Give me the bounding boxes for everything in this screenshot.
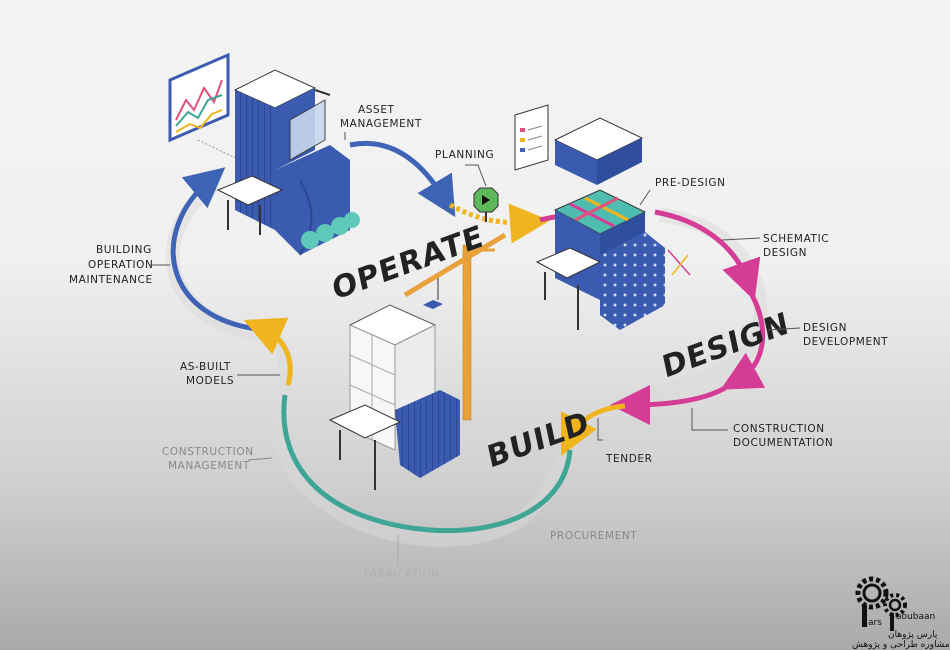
design-building [514,104,691,330]
arc-asset-to-planning [349,141,456,218]
chart-monitor-icon [168,52,241,161]
svg-text:CONSTRUCTION: CONSTRUCTION [162,446,254,458]
arc-tender-yellow [561,403,626,456]
svg-text:DESIGN: DESIGN [763,247,807,259]
svg-text:AS-BUILT: AS-BUILT [180,361,231,373]
svg-text:MANAGEMENT: MANAGEMENT [168,460,250,472]
svg-text:DEVELOPMENT: DEVELOPMENT [803,336,888,348]
tank-icon [301,231,319,249]
gear-icon [855,576,907,631]
svg-text:aoubaan: aoubaan [896,612,935,622]
svg-text:پارس پژوهان: پارس پژوهان [888,630,938,640]
svg-text:PRE-DESIGN: PRE-DESIGN [655,177,726,189]
label-tender: TENDER [597,418,653,465]
svg-text:TENDER: TENDER [605,453,653,465]
svg-text:مجموعه مشاوره طراحی و پژوهش: مجموعه مشاوره طراحی و پژوهش [852,640,950,650]
arc-asbuilt-yellow [243,317,293,386]
svg-text:BUILDING: BUILDING [96,244,152,256]
label-design-development: DESIGN DEVELOPMENT [767,322,888,348]
svg-text:ASSET: ASSET [358,104,395,116]
operate-building [168,52,360,256]
svg-text:PLANNING: PLANNING [435,149,494,161]
arc-operate-blue [170,167,266,333]
label-asset-management: ASSET MANAGEMENT [340,104,422,140]
arc-design-magenta-2 [654,209,761,301]
svg-text:OPERATION: OPERATION [88,259,154,271]
svg-text:MAINTENANCE: MAINTENANCE [69,274,153,286]
planning-sign-icon [473,187,499,222]
label-schematic-design: SCHEMATIC DESIGN [721,233,829,259]
svg-text:DESIGN: DESIGN [803,322,847,334]
arc-build-teal [281,394,573,534]
pars-pajouhan-logo: ars aoubaan پارس پژوهان مجموعه مشاوره طر… [852,576,950,650]
label-building-operation-maintenance: BUILDING OPERATION MAINTENANCE [69,244,170,286]
svg-text:MANAGEMENT: MANAGEMENT [340,118,422,130]
arc-design-magenta-4 [610,384,727,425]
arc-design-magenta-3 [720,293,766,390]
svg-text:MODELS: MODELS [186,375,234,387]
svg-text:PROCUREMENT: PROCUREMENT [550,530,637,542]
svg-text:FABRICATION: FABRICATION [364,568,440,580]
label-fabrication: FABRICATION [364,535,440,580]
label-construction-documentation: CONSTRUCTION DOCUMENTATION [691,408,833,449]
label-construction-management: CONSTRUCTION MANAGEMENT [162,446,273,472]
svg-text:ars: ars [868,618,882,628]
svg-text:CONSTRUCTION: CONSTRUCTION [733,423,825,435]
checklist-icon [514,104,549,171]
label-pre-design: PRE-DESIGN [639,177,726,206]
svg-text:DOCUMENTATION: DOCUMENTATION [733,437,833,449]
label-procurement: PROCUREMENT [550,530,637,542]
crane-icon [403,232,507,421]
arc-planning-yellow [448,202,550,244]
phase-build: BUILD [484,405,592,476]
svg-text:SCHEMATIC: SCHEMATIC [763,233,829,245]
label-planning: PLANNING [435,149,494,187]
build-scene [328,232,507,490]
label-as-built-models: AS-BUILT MODELS [180,361,280,387]
